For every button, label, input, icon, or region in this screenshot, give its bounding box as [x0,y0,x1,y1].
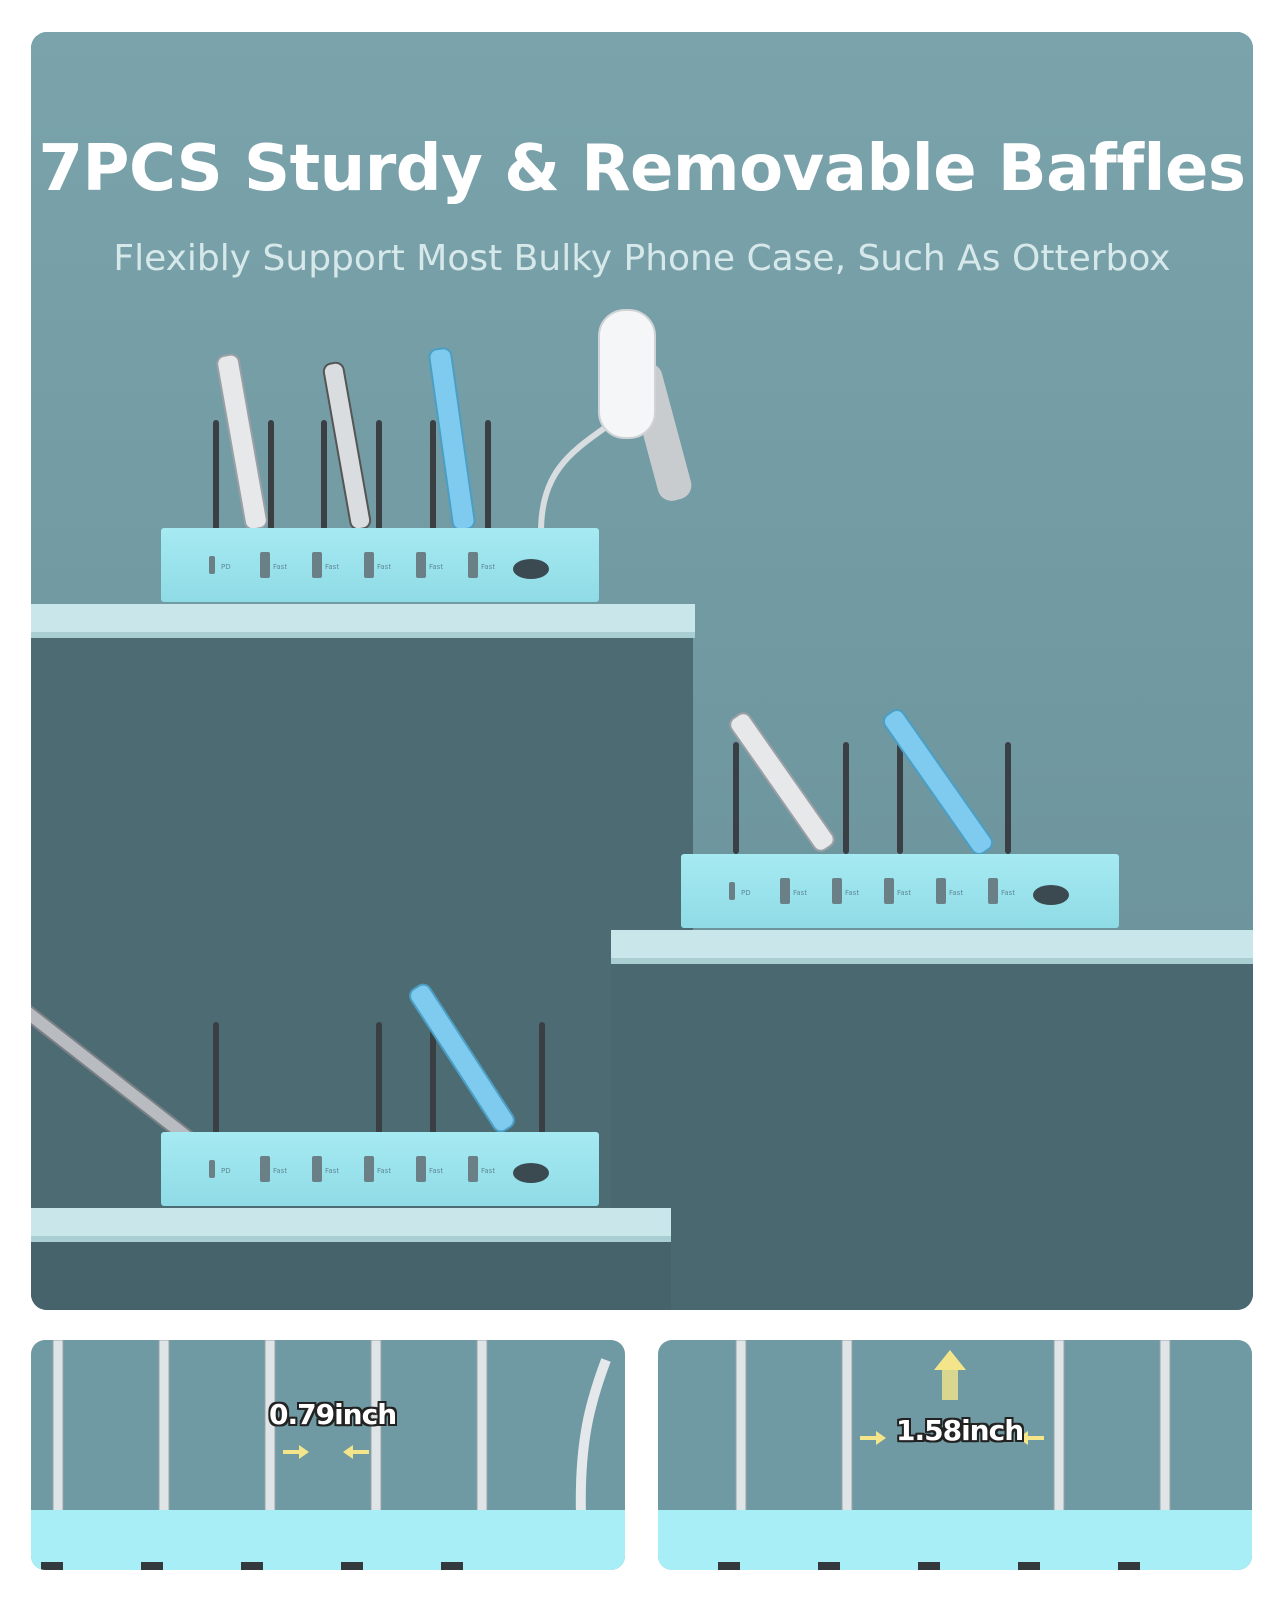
port-label: Fast [481,563,495,571]
phone-blue [409,983,515,1133]
shelf-scene: PDFastFastFastFastFastPDFastFastFastFast… [31,32,1253,1310]
arrow-pair-wide [860,1431,1044,1445]
port-label: PD [221,1167,231,1175]
power-socket [513,559,549,579]
port-label: Fast [1001,889,1015,897]
station-top [31,309,695,638]
shelf-top [31,604,695,636]
port-label: Fast [897,889,911,897]
arrow-up-removable [934,1350,966,1400]
phone-blue [882,709,994,855]
port-label: PD [741,889,751,897]
charging-station-body [161,528,599,602]
charging-station-body [161,1132,599,1206]
shelf-top-edge [31,632,695,638]
power-socket [1033,885,1069,905]
port-label: Fast [325,563,339,571]
shelf-shadow-bottom [31,1232,671,1310]
charging-cable [538,424,608,533]
arrow-pair-narrow [283,1445,369,1459]
baffles-top [213,420,491,530]
port-label: Fast [429,1167,443,1175]
detail-closeup-narrow: 0.79inch [31,1340,625,1570]
port-label: Fast [325,1167,339,1175]
port-label: Fast [845,889,859,897]
shelf-shadow-right [611,962,1253,1310]
earbud-case [598,309,656,439]
port-label: Fast [481,1167,495,1175]
port-label: Fast [377,1167,391,1175]
phone-silver [729,712,835,852]
detail-closeup-wide: 1.58inch [658,1340,1252,1570]
port-label: Fast [273,1167,287,1175]
port-label: Fast [377,563,391,571]
headline-subtitle: Flexibly Support Most Bulky Phone Case, … [113,238,1171,279]
shelf-middle [611,930,1253,962]
port-label: Fast [429,563,443,571]
shelf-bottom [31,1208,671,1240]
station-middle [611,709,1253,964]
baffles-bottom [213,1022,545,1134]
power-socket [513,1163,549,1183]
baffles-middle [733,742,1011,854]
dimension-label-narrow: 0.79inch [269,1398,397,1431]
port-label: Fast [793,889,807,897]
headline-title: 7PCS Sturdy & Removable Baffles [38,132,1246,206]
port-label: Fast [949,889,963,897]
port-label: PD [221,563,231,571]
port-label: Fast [273,563,287,571]
dimension-label-wide: 1.58inch [896,1414,1024,1447]
station-bottom [31,969,671,1242]
charging-station-body [681,854,1119,928]
